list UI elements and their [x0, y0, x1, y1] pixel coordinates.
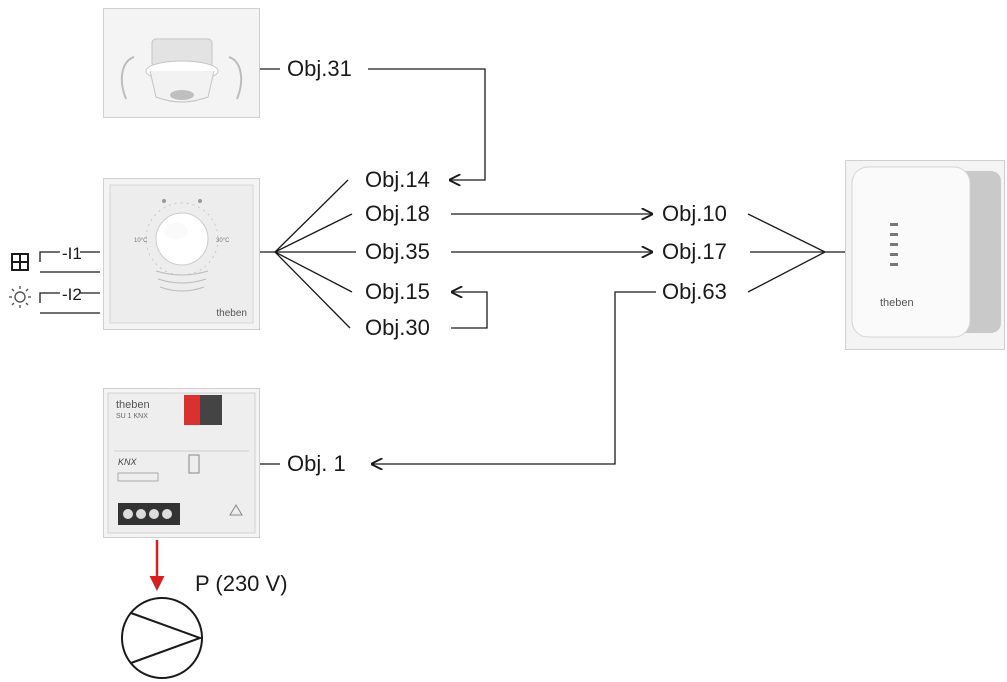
- room-controller-image: 10°C 30°C: [109, 184, 254, 324]
- knx-logo: KNX: [118, 457, 137, 467]
- pump-symbol: [121, 597, 203, 679]
- obj-10-label: Obj.10: [662, 201, 727, 226]
- actuator-image: [851, 166, 1001, 338]
- obj-17-label: Obj.17: [662, 239, 727, 264]
- presence-detector-image: [120, 38, 243, 103]
- room-controller-brand: theben: [216, 308, 247, 319]
- actuator-brand: theben: [880, 297, 914, 309]
- obj-1-label: Obj. 1: [287, 451, 346, 476]
- obj-31-label: Obj.31: [287, 56, 352, 81]
- input-icons: [11, 253, 29, 271]
- pump-label: P (230 V): [195, 571, 288, 596]
- svg-text:30°C: 30°C: [216, 238, 230, 244]
- obj-15-label: Obj.15: [365, 279, 430, 304]
- presence-detector-device: [103, 8, 260, 118]
- obj-18-label: Obj.18: [365, 201, 430, 226]
- switch-actuator-model: SU 1 KNX: [116, 413, 148, 420]
- obj-30-label: Obj.30: [365, 315, 430, 340]
- svg-text:10°C: 10°C: [134, 238, 148, 244]
- switch-actuator-brand: theben: [116, 399, 150, 411]
- actuator-device: theben: [845, 160, 1005, 350]
- obj-14-label: Obj.14: [365, 167, 430, 192]
- obj-35-label: Obj.35: [365, 239, 430, 264]
- input-i2-label: -I2: [62, 285, 82, 304]
- obj-63-label: Obj.63: [662, 279, 727, 304]
- input-i1-label: -I1: [62, 244, 82, 263]
- room-controller-device: 10°C 30°C theben: [103, 178, 260, 330]
- switch-actuator-image: [107, 392, 256, 534]
- switch-actuator-device: theben SU 1 KNX KNX: [103, 388, 260, 538]
